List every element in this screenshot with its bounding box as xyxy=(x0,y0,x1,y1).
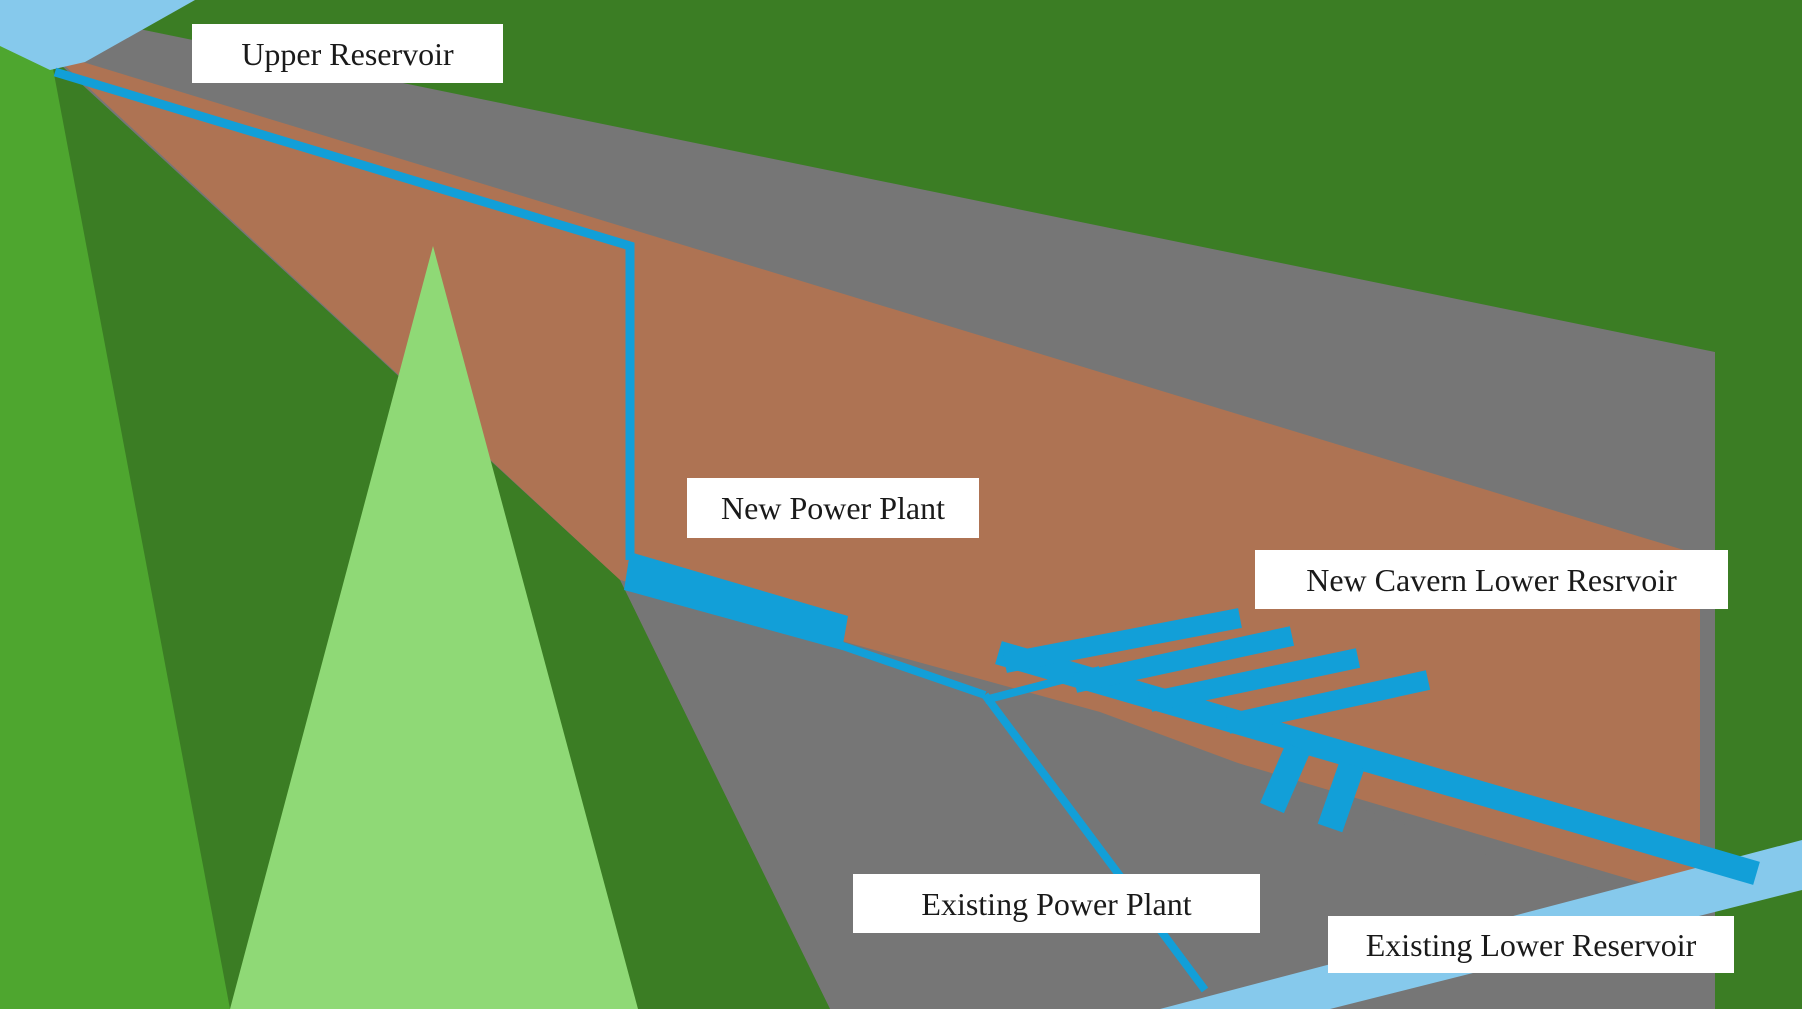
tailrace-tunnel xyxy=(838,641,987,699)
cavern-chamber-3 xyxy=(1147,648,1361,712)
light-green-peak xyxy=(230,246,638,1009)
existing-power-plant-label: Existing Power Plant xyxy=(853,874,1260,933)
cavern-chamber-1 xyxy=(1003,608,1242,673)
cavern-main-tunnel xyxy=(995,641,1760,885)
soil-layer xyxy=(50,52,1700,900)
upper-reservoir-water xyxy=(0,0,195,70)
existing-lower-reservoir-label: Existing Lower Reservoir xyxy=(1328,916,1734,973)
existing-plant-tunnel xyxy=(981,692,1209,993)
cavern-chamber-2 xyxy=(1072,626,1295,693)
new-power-plant-label: New Power Plant xyxy=(687,478,979,538)
cavern-chamber-4 xyxy=(1225,670,1431,734)
left-hill xyxy=(0,42,230,1009)
upper-reservoir-label: Upper Reservoir xyxy=(192,24,503,83)
cavern-shaft-2 xyxy=(1317,760,1365,833)
headrace-tunnel xyxy=(53,67,635,560)
new-cavern-lower-reservoir-label: New Cavern Lower Resrvoir xyxy=(1255,550,1728,609)
new-power-plant-cavern xyxy=(624,552,848,650)
cavern-shaft-1 xyxy=(1260,742,1310,814)
